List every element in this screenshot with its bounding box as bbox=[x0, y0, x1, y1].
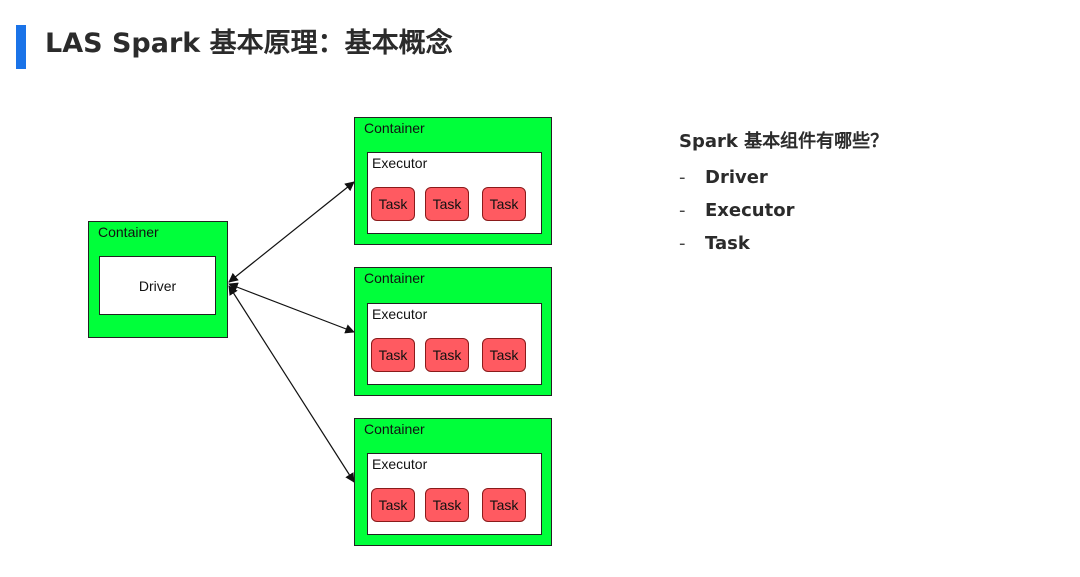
arrow-driver-executor-1 bbox=[228, 181, 355, 283]
driver-container: Container Driver bbox=[88, 221, 228, 338]
task-box: Task bbox=[371, 187, 415, 221]
executor-box: Executor Task Task Task bbox=[367, 303, 542, 385]
components-list: - Driver - Executor - Task bbox=[679, 161, 888, 260]
task-box: Task bbox=[371, 488, 415, 522]
title-accent-bar bbox=[16, 25, 26, 69]
executor-box: Executor Task Task Task bbox=[367, 152, 542, 234]
components-panel: Spark 基本组件有哪些？ - Driver - Executor - Tas… bbox=[679, 128, 888, 260]
list-dash: - bbox=[679, 233, 686, 254]
task-box: Task bbox=[482, 338, 526, 372]
executor-label: Executor bbox=[372, 155, 428, 171]
container-label: Container bbox=[364, 120, 425, 136]
list-dash: - bbox=[679, 200, 686, 221]
list-item-label: Task bbox=[705, 233, 750, 254]
task-box: Task bbox=[371, 338, 415, 372]
task-box: Task bbox=[482, 488, 526, 522]
list-item: - Driver bbox=[679, 161, 888, 194]
arrow-driver-executor-3 bbox=[228, 285, 355, 483]
task-box: Task bbox=[425, 187, 469, 221]
driver-label: Driver bbox=[138, 277, 177, 294]
list-item-label: Executor bbox=[705, 200, 795, 221]
executor-container: Container Executor Task Task Task bbox=[354, 117, 552, 245]
executor-container: Container Executor Task Task Task bbox=[354, 418, 552, 546]
task-box: Task bbox=[425, 488, 469, 522]
list-item: - Task bbox=[679, 227, 888, 260]
page-title: LAS Spark 基本原理：基本概念 bbox=[45, 28, 453, 59]
container-label: Container bbox=[98, 224, 159, 240]
task-box: Task bbox=[482, 187, 526, 221]
container-label: Container bbox=[364, 270, 425, 286]
container-label: Container bbox=[364, 421, 425, 437]
driver-box: Driver bbox=[99, 256, 216, 315]
task-box: Task bbox=[425, 338, 469, 372]
executor-label: Executor bbox=[372, 456, 428, 472]
arrow-driver-executor-2 bbox=[228, 282, 355, 334]
list-item-label: Driver bbox=[705, 167, 768, 188]
list-dash: - bbox=[679, 167, 686, 188]
list-item: - Executor bbox=[679, 194, 888, 227]
components-question: Spark 基本组件有哪些？ bbox=[679, 131, 889, 152]
executor-box: Executor Task Task Task bbox=[367, 453, 542, 535]
executor-container: Container Executor Task Task Task bbox=[354, 267, 552, 396]
executor-label: Executor bbox=[372, 306, 428, 322]
